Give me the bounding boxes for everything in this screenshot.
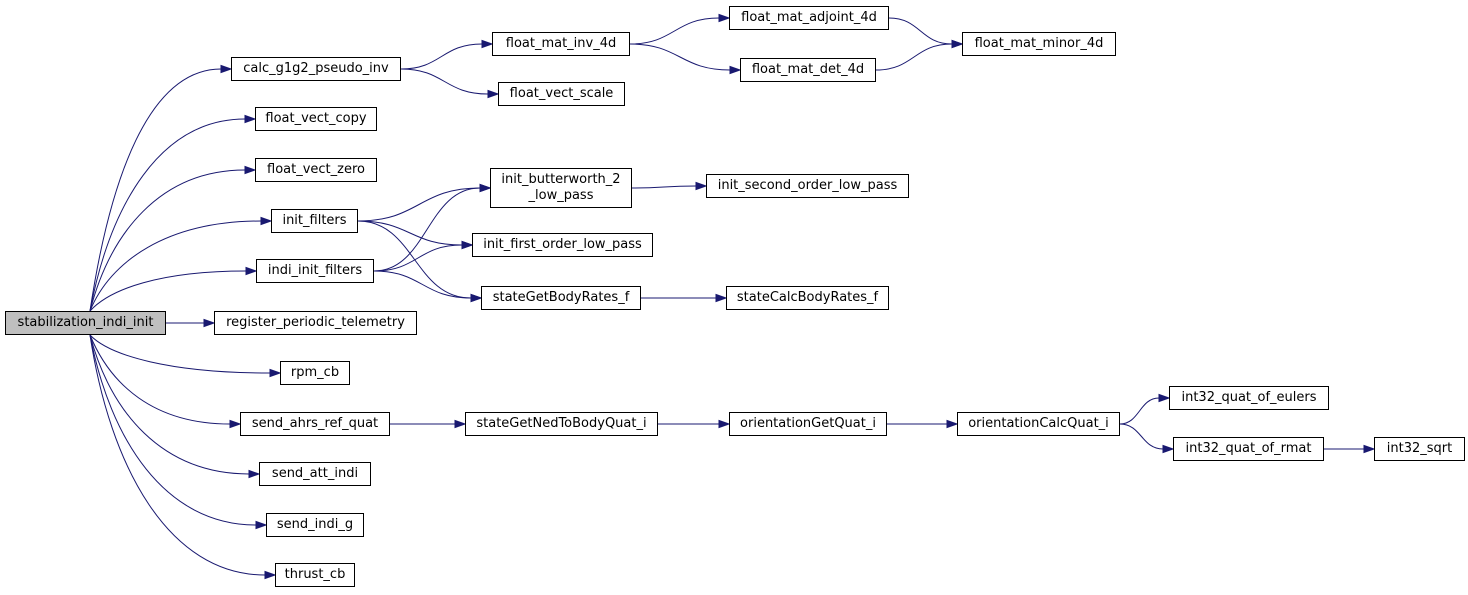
node-calc-g1g2[interactable]: calc_g1g2_pseudo_inv bbox=[231, 57, 401, 81]
edge-arrowhead bbox=[244, 165, 257, 175]
node-reg-tel[interactable]: register_periodic_telemetry bbox=[214, 311, 417, 335]
node-ned-quat[interactable]: stateGetNedToBodyQuat_i bbox=[465, 412, 658, 436]
edge-arrowhead bbox=[729, 65, 742, 75]
node-mat-minor[interactable]: float_mat_minor_4d bbox=[962, 32, 1116, 56]
node-rpm-cb[interactable]: rpm_cb bbox=[280, 361, 350, 385]
edge-root-to-calc-g1g2 bbox=[89, 68, 222, 312]
edge-arrowhead bbox=[1162, 444, 1175, 454]
node-thrust-cb[interactable]: thrust_cb bbox=[275, 563, 355, 587]
edge-arrowhead bbox=[260, 216, 273, 226]
edge-arrowhead bbox=[269, 368, 282, 378]
node-init-filters[interactable]: init_filters bbox=[271, 209, 358, 233]
edge-arrowhead bbox=[479, 183, 492, 193]
node-vect-scale[interactable]: float_vect_scale bbox=[498, 82, 625, 106]
node-mat-det[interactable]: float_mat_det_4d bbox=[740, 58, 876, 82]
edge-root-to-rpm-cb bbox=[89, 334, 271, 374]
node-second-lp[interactable]: init_second_order_low_pass bbox=[706, 174, 909, 198]
edge-arrowhead bbox=[264, 570, 277, 580]
edge-arrowhead bbox=[1363, 444, 1376, 454]
node-vect-copy[interactable]: float_vect_copy bbox=[255, 107, 377, 131]
edge-arrowhead bbox=[255, 520, 268, 530]
edge-arrowhead bbox=[203, 318, 216, 328]
edge-calc-g1g2-to-vect-scale bbox=[400, 68, 489, 95]
node-send-ahrs[interactable]: send_ahrs_ref_quat bbox=[240, 412, 390, 436]
node-indi-init-filters[interactable]: indi_init_filters bbox=[256, 259, 374, 283]
node-body-rates[interactable]: stateGetBodyRates_f bbox=[481, 286, 641, 310]
edge-arrowhead bbox=[951, 39, 964, 49]
edge-butter-to-second-lp bbox=[631, 185, 697, 189]
edge-arrowhead bbox=[461, 240, 474, 250]
edge-root-to-init-filters bbox=[89, 220, 262, 312]
edge-orient-calc-to-q-rmat bbox=[1119, 423, 1164, 450]
edge-arrowhead bbox=[487, 89, 500, 99]
edge-arrowhead bbox=[470, 293, 483, 303]
edge-arrowhead bbox=[695, 181, 708, 191]
edge-init-filters-to-butter bbox=[357, 187, 481, 222]
edge-root-to-send-ahrs bbox=[89, 334, 231, 425]
edge-indi-init-filters-to-first-lp bbox=[373, 244, 463, 272]
edge-arrowhead bbox=[454, 419, 467, 429]
edge-root-to-indi-init-filters bbox=[89, 270, 247, 312]
node-first-lp[interactable]: init_first_order_low_pass bbox=[472, 233, 653, 257]
node-root[interactable]: stabilization_indi_init bbox=[5, 311, 166, 335]
node-send-att[interactable]: send_att_indi bbox=[259, 462, 371, 486]
edge-arrowhead bbox=[244, 114, 257, 124]
edge-arrowhead bbox=[248, 469, 261, 479]
edge-mat-inv-to-mat-adj bbox=[629, 17, 720, 45]
edge-root-to-send-g bbox=[89, 334, 257, 526]
edge-arrowhead bbox=[220, 64, 233, 74]
edge-mat-adj-to-mat-minor bbox=[888, 17, 953, 45]
node-butter[interactable]: init_butterworth_2 _low_pass bbox=[490, 168, 632, 208]
node-send-g[interactable]: send_indi_g bbox=[266, 513, 364, 537]
edge-root-to-thrust-cb bbox=[89, 334, 266, 576]
edge-root-to-vect-copy bbox=[89, 118, 246, 312]
edge-arrowhead bbox=[1158, 393, 1171, 403]
node-mat-adj[interactable]: float_mat_adjoint_4d bbox=[729, 6, 889, 30]
edge-arrowhead bbox=[946, 419, 959, 429]
edge-indi-init-filters-to-butter bbox=[373, 187, 481, 272]
edge-indi-init-filters-to-body-rates bbox=[373, 270, 472, 299]
edge-arrowhead bbox=[481, 39, 494, 49]
node-calc-rates[interactable]: stateCalcBodyRates_f bbox=[726, 286, 889, 310]
edge-mat-inv-to-mat-det bbox=[629, 43, 731, 71]
node-vect-zero[interactable]: float_vect_zero bbox=[255, 158, 377, 182]
node-orient-calc[interactable]: orientationCalcQuat_i bbox=[957, 412, 1120, 436]
edge-init-filters-to-first-lp bbox=[357, 220, 463, 246]
edge-arrowhead bbox=[229, 419, 242, 429]
edge-calc-g1g2-to-mat-inv bbox=[400, 43, 483, 70]
edge-arrowhead bbox=[718, 419, 731, 429]
node-orient-get[interactable]: orientationGetQuat_i bbox=[729, 412, 887, 436]
edge-arrowhead bbox=[715, 293, 728, 303]
edge-arrowhead bbox=[245, 266, 258, 276]
node-q-eulers[interactable]: int32_quat_of_eulers bbox=[1169, 386, 1329, 410]
edge-mat-det-to-mat-minor bbox=[875, 43, 953, 71]
node-mat-inv[interactable]: float_mat_inv_4d bbox=[492, 32, 630, 56]
node-q-rmat[interactable]: int32_quat_of_rmat bbox=[1173, 437, 1324, 461]
edge-arrowhead bbox=[718, 13, 731, 23]
node-sqrt[interactable]: int32_sqrt bbox=[1374, 437, 1465, 461]
edge-root-to-vect-zero bbox=[89, 169, 246, 312]
edge-root-to-send-att bbox=[89, 334, 250, 475]
edge-orient-calc-to-q-eulers bbox=[1119, 397, 1160, 425]
